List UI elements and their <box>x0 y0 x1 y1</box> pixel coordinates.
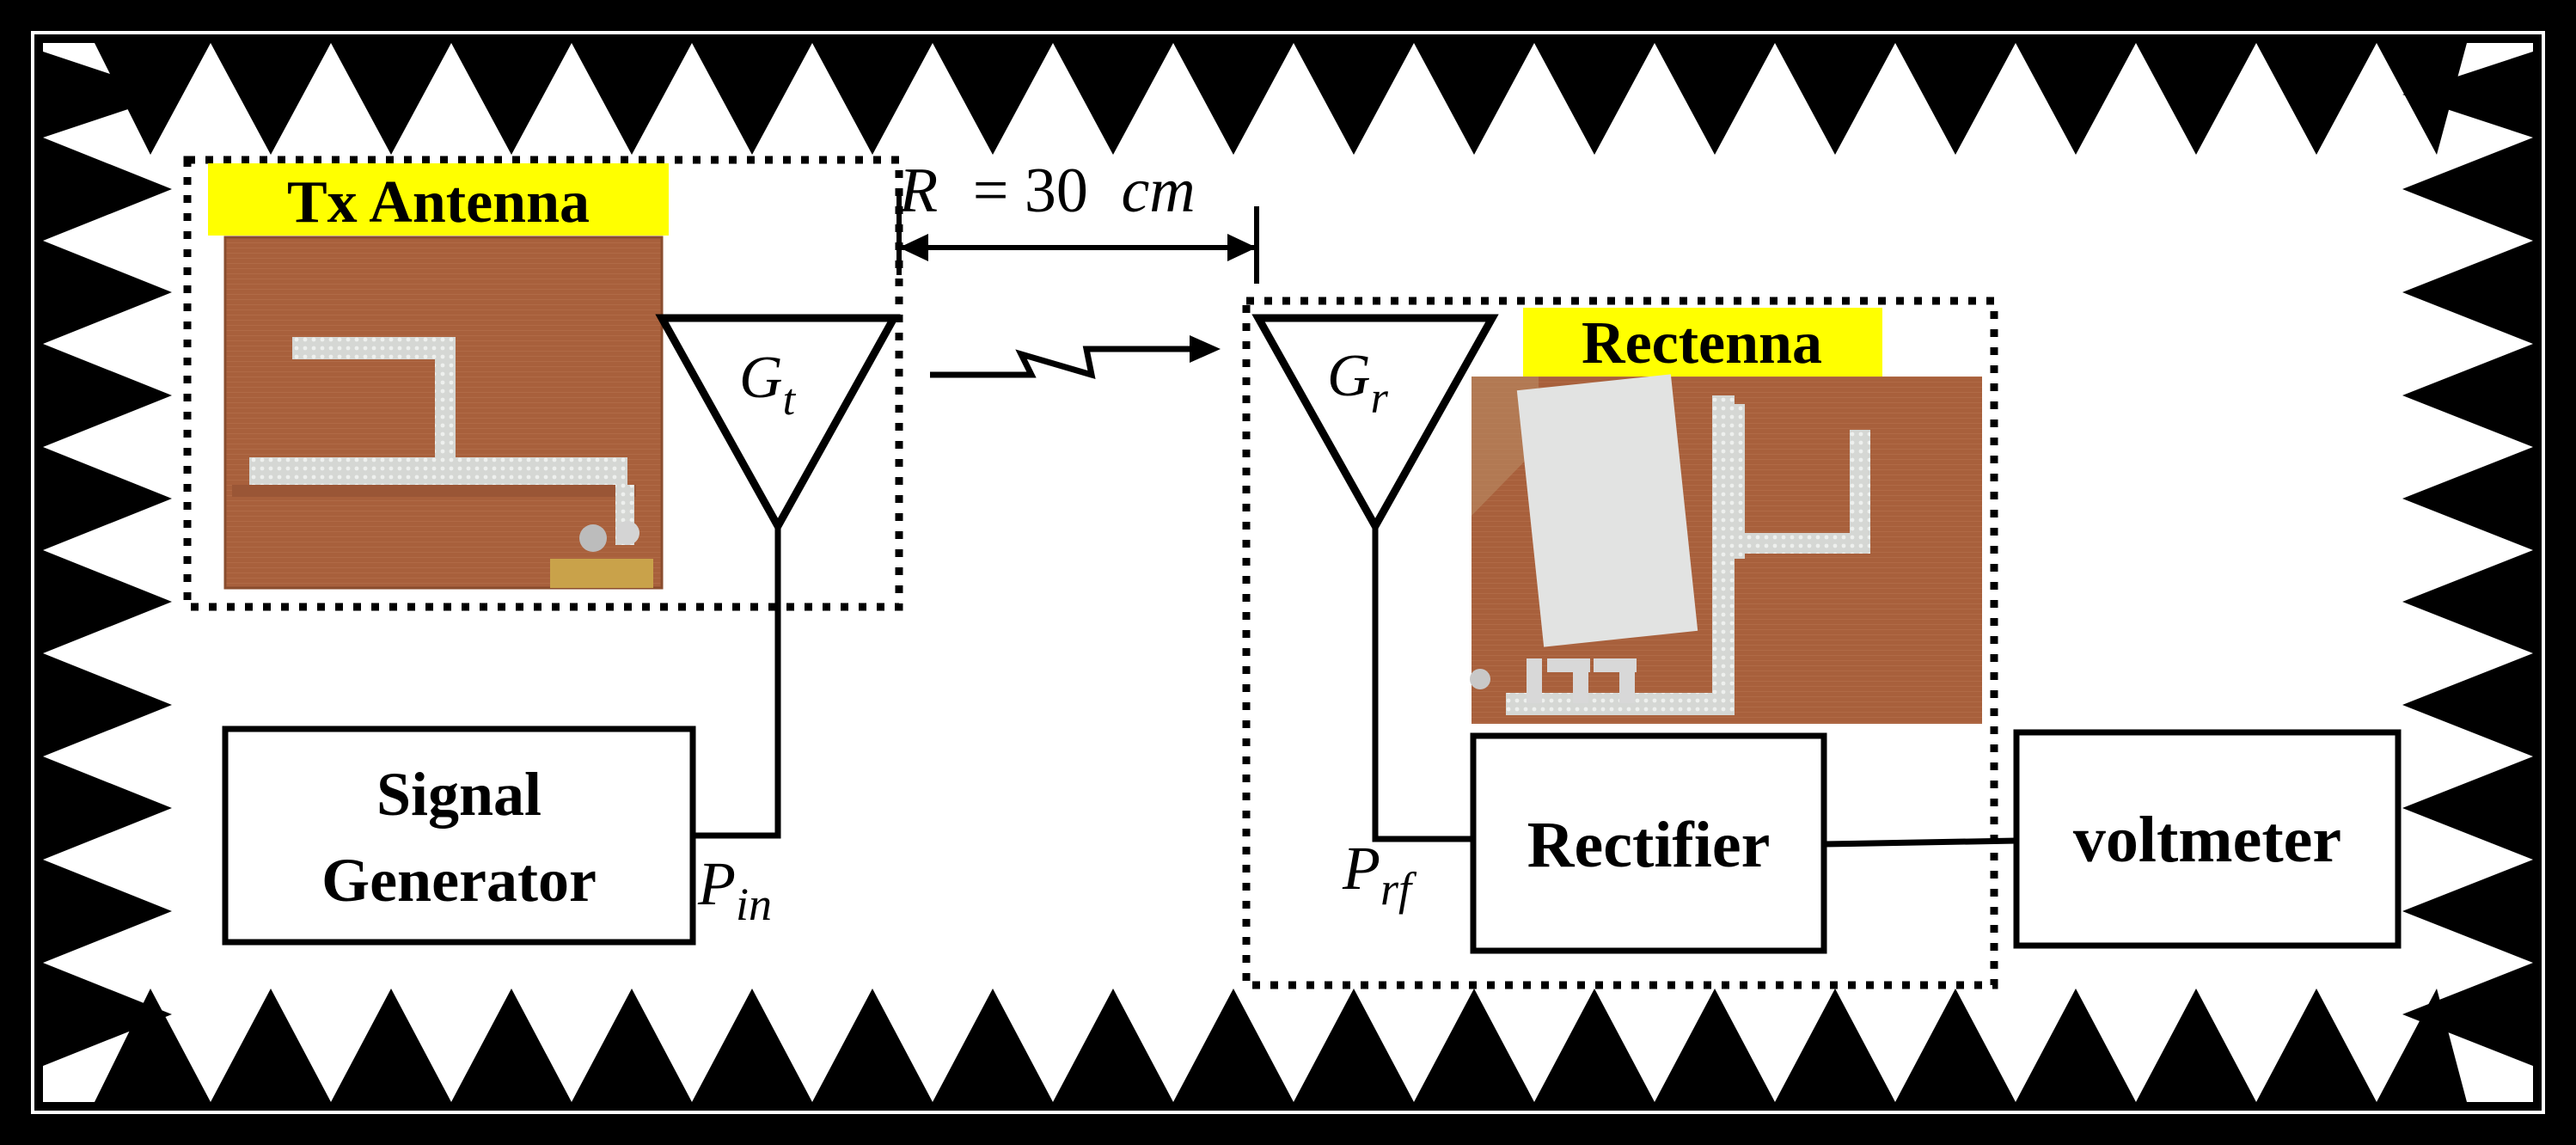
rectifier-voltmeter-wire <box>1823 837 2017 848</box>
tx-antenna-photo <box>223 236 664 590</box>
rectenna-label-highlight <box>1523 308 1882 378</box>
tx-antenna-label-highlight <box>208 163 669 236</box>
tx-antenna-symbol-icon <box>655 314 901 535</box>
tx-antenna-label: Tx Antenna <box>287 169 590 236</box>
rectenna-photo <box>1470 374 1982 724</box>
distance-arrowhead-right <box>1227 234 1257 261</box>
rx-feed-line <box>1372 526 1472 842</box>
rectenna-trace-stub <box>1850 430 1870 554</box>
rectifier-label: Rectifier <box>1527 809 1771 881</box>
voltmeter-label: voltmeter <box>2073 804 2341 876</box>
right-absorber-spikes <box>2402 34 2542 1111</box>
tx-trace-feed <box>249 457 627 485</box>
left-absorber-spikes <box>34 34 172 1111</box>
signal-generator-label-line1: Signal <box>376 760 542 829</box>
rectenna-substrate-silver <box>1516 374 1698 647</box>
signal-generator-label-line2: Generator <box>321 846 597 915</box>
tx-gain-label: Gt <box>739 345 797 425</box>
signal-generator-box <box>222 726 696 946</box>
prf-label: Prf <box>1342 834 1417 915</box>
top-absorber-spikes <box>34 34 2542 155</box>
rectenna-trace-horizontal <box>1735 533 1870 554</box>
wireless-link-arrowhead-icon <box>1190 335 1221 363</box>
tx-trace-top <box>292 337 456 359</box>
rx-gain-label: Gr <box>1327 343 1389 423</box>
tx-trace-ground <box>232 485 636 497</box>
rx-antenna-symbol-icon <box>1251 314 1499 535</box>
distance-label: R = 30 cm <box>898 156 1196 226</box>
bottom-absorber-spikes <box>34 989 2542 1111</box>
wireless-link-lightning-icon <box>930 346 1195 379</box>
rectenna-label: Rectenna <box>1582 310 1822 377</box>
pin-label: Pin <box>697 849 772 930</box>
rectenna-trace-vertical-2 <box>1728 404 1745 559</box>
voltmeter-box <box>2013 729 2402 949</box>
distance-arrowhead-left <box>899 234 928 261</box>
tx-connector <box>550 559 653 588</box>
tx-feed-line <box>693 526 781 839</box>
